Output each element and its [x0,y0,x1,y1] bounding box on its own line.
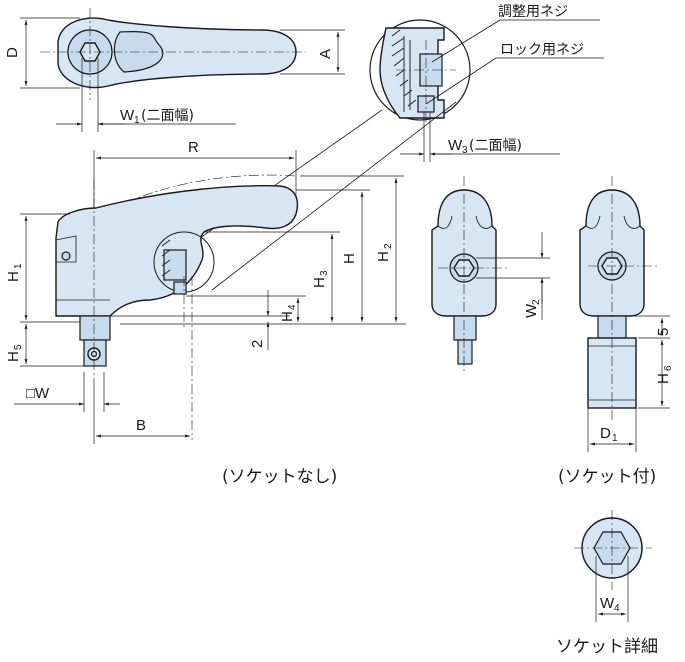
label-H2-sub: 2 [383,243,394,249]
label-D1: D [600,425,611,442]
label-W3-sub: 3 [462,145,468,156]
label-W1-sub: 1 [134,115,140,126]
label-W4: W [600,595,615,612]
label-H6-sub: 6 [663,365,674,371]
front-view-no-socket: W 2 [431,176,550,372]
socket-detail: W 4 ソケット詳細 [556,510,658,657]
label-square-W: □W [26,385,50,402]
label-H1-sub: 1 [13,263,24,269]
side-view-pin [61,251,71,261]
label-W1-note: (二面幅) [141,108,194,124]
label-R: R [188,139,199,156]
caption-with-socket: (ソケット付) [558,467,656,487]
label-two: 2 [249,340,266,348]
side-view: R H 1 H 5 □W [5,139,406,487]
label-H1: H [5,271,22,282]
side-view-socket-stub [79,315,111,341]
caption-socket-detail: ソケット詳細 [556,637,658,657]
top-view: D A W 1 (二面幅) [4,8,345,132]
front-view-with-socket: 5 H 6 D 1 (ソケット付) [558,176,674,487]
label-B: B [136,417,146,434]
label-W4-sub: 4 [614,603,620,614]
label-W3: W [448,137,463,154]
label-five: 5 [655,328,672,336]
detail-circle: 調整用ネジ ロック用ネジ W 3 (二面幅) [199,4,604,291]
label-W3-note: (二面幅) [469,138,522,154]
label-W2: W [523,303,540,318]
label-H4: H [279,311,296,322]
label-A: A [317,49,334,59]
label-W1: W [120,107,135,124]
label-H3-sub: 3 [319,270,330,276]
label-adjust-screw: 調整用ネジ [498,4,568,20]
label-H3: H [311,277,328,288]
front-view-stub [453,315,477,341]
label-H2: H [375,251,392,262]
label-D1-sub: 1 [612,433,618,444]
label-D: D [4,47,21,58]
label-W2-sub: 2 [531,299,542,305]
label-H6: H [655,373,672,384]
label-H4-sub: 4 [287,304,298,310]
label-H5: H [5,351,22,362]
label-H5-sub: 5 [13,344,24,350]
caption-no-socket: (ソケットなし) [222,467,337,487]
label-lock-screw: ロック用ネジ [500,42,584,58]
label-H: H [341,253,358,264]
